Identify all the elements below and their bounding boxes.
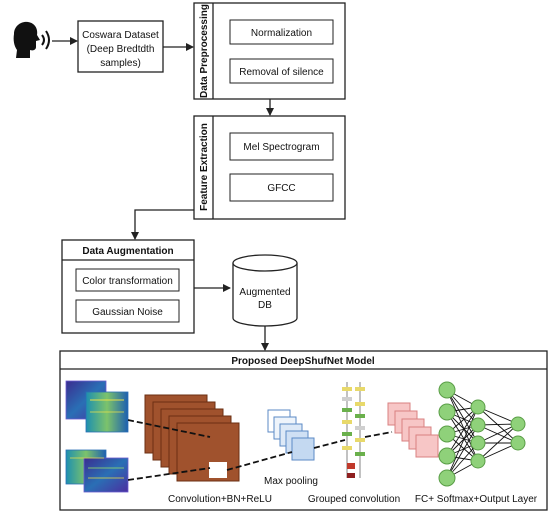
augmentation-title: Data Augmentation xyxy=(82,246,173,257)
max-pooling-maps xyxy=(267,409,315,461)
db-label-line-1: Augmented xyxy=(239,287,290,298)
dash-grouped-to-maps xyxy=(364,431,393,438)
step-normalization: Normalization xyxy=(251,28,312,39)
dash-conv-to-pool xyxy=(226,451,293,471)
arrow-features-to-augmentation xyxy=(131,209,194,240)
dataset-box: Coswara Dataset (Deep Bredtdth samples) xyxy=(77,20,164,73)
dash-pool-to-grouped xyxy=(313,439,346,449)
dataset-line-3: samples) xyxy=(100,58,141,69)
label-fc-output: FC+ Softmax+Output Layer xyxy=(415,494,538,505)
db-label-line-2: DB xyxy=(258,300,272,311)
fc-network-nodes xyxy=(438,381,526,487)
speaking-head-icon xyxy=(13,21,50,58)
grouped-convolution-block xyxy=(342,382,365,478)
augmented-db-cylinder: Augmented DB xyxy=(232,254,298,327)
dash-input-to-conv-bottom xyxy=(127,467,211,481)
step-mel-spectrogram: Mel Spectrogram xyxy=(243,142,319,153)
step-color-transformation: Color transformation xyxy=(82,276,173,287)
augmentation-panel: Data Augmentation Color transformation G… xyxy=(61,239,195,334)
preprocessing-title: Data Preprocessing xyxy=(199,4,210,98)
step-removal-of-silence: Removal of silence xyxy=(239,67,324,78)
input-spectrograms-bottom xyxy=(65,449,129,493)
dash-input-to-conv-top xyxy=(127,419,211,438)
dataset-line-1: Coswara Dataset xyxy=(82,30,159,41)
preprocessing-panel: Data Preprocessing Normalization Removal… xyxy=(193,2,346,100)
label-max-pooling: Max pooling xyxy=(264,476,318,487)
input-spectrograms-top xyxy=(65,380,129,433)
dataset-line-2: (Deep Bredtdth xyxy=(87,44,155,55)
feature-extraction-title: Feature Extraction xyxy=(199,123,210,211)
conv-feature-maps xyxy=(144,394,240,482)
label-grouped-convolution: Grouped convolution xyxy=(308,494,400,505)
model-panel: Proposed DeepShufNet Model xyxy=(59,350,548,511)
grouped-output-maps xyxy=(387,402,439,458)
feature-extraction-panel: Feature Extraction Mel Spectrogram GFCC xyxy=(193,115,346,220)
step-gaussian-noise: Gaussian Noise xyxy=(92,307,163,318)
model-title: Proposed DeepShufNet Model xyxy=(231,356,375,367)
step-gfcc: GFCC xyxy=(267,183,295,194)
label-convolution: Convolution+BN+ReLU xyxy=(168,494,272,505)
